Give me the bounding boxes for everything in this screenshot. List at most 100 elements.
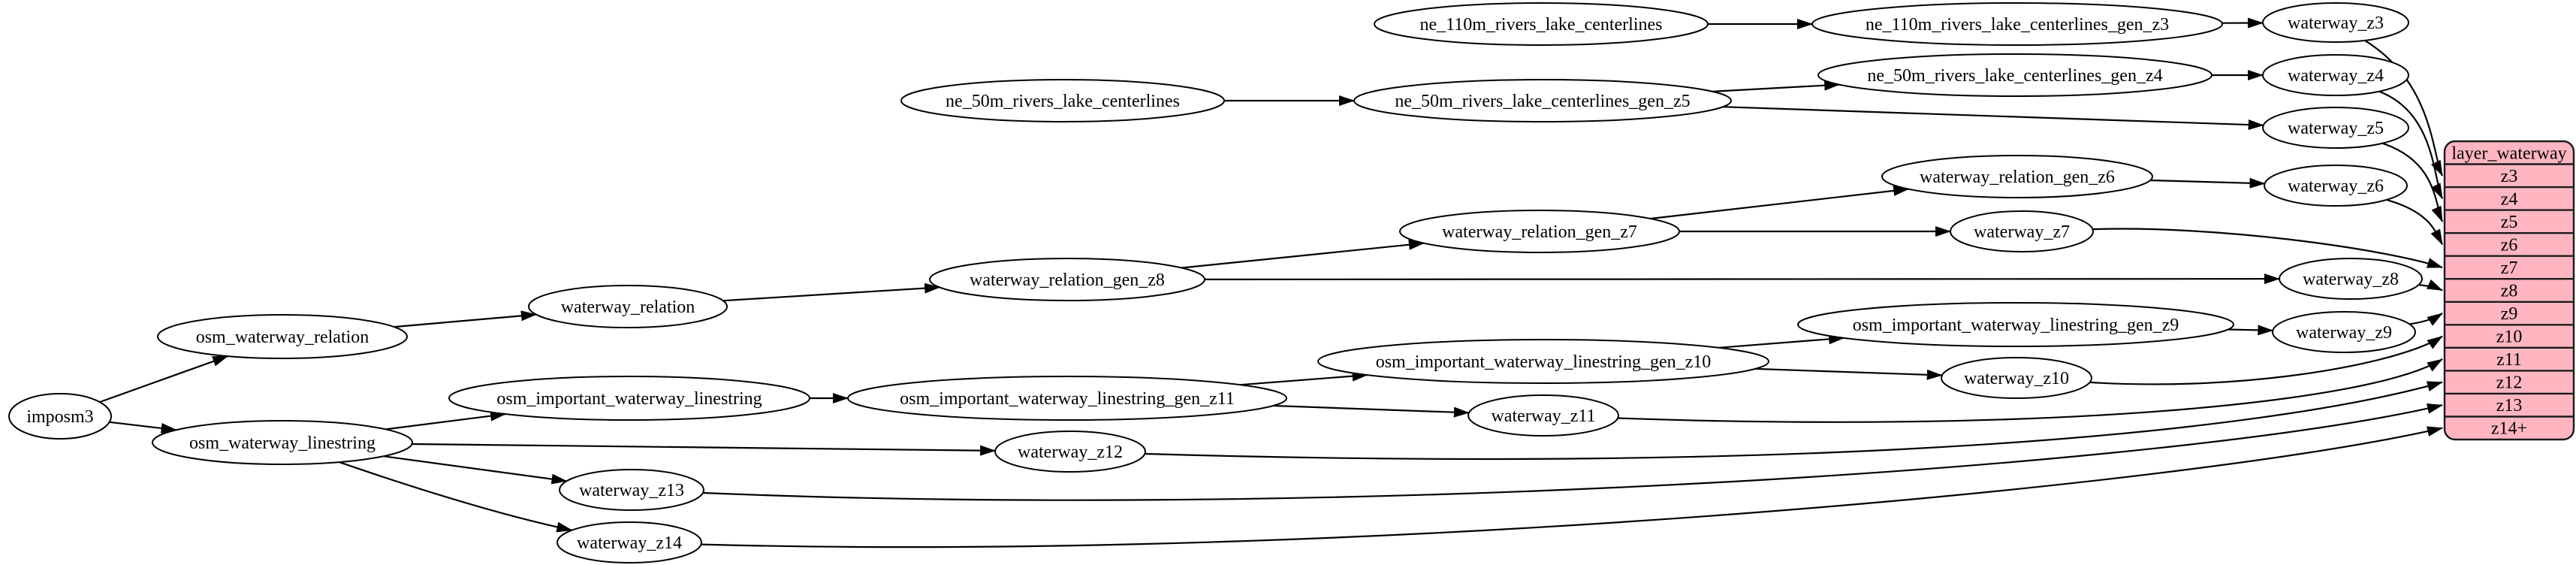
node-label-osm_important_waterway_linestring_gen_z11: osm_important_waterway_linestring_gen_z1… bbox=[900, 389, 1235, 409]
node-osm_waterway_linestring: osm_waterway_linestring bbox=[152, 420, 413, 465]
table-row-label-z6: z6 bbox=[2501, 235, 2518, 255]
node-label-waterway_z13: waterway_z13 bbox=[579, 481, 684, 500]
edge-waterway_relation-to-waterway_relation_gen_z8 bbox=[722, 282, 941, 302]
node-waterway_relation_gen_z8: waterway_relation_gen_z8 bbox=[929, 258, 1205, 301]
node-label-waterway_relation_gen_z7: waterway_relation_gen_z7 bbox=[1442, 222, 1637, 242]
node-ne_50m_rivers_lake_centerlines: ne_50m_rivers_lake_centerlines bbox=[900, 79, 1225, 122]
node-ellipse-imposm3 bbox=[8, 393, 112, 440]
edge-osm_waterway_relation-to-waterway_relation bbox=[394, 310, 537, 328]
table-row-label-z13: z13 bbox=[2496, 396, 2523, 415]
node-label-osm_important_waterway_linestring_gen_z10: osm_important_waterway_linestring_gen_z1… bbox=[1376, 352, 1712, 372]
node-ne_110m_rivers_lake_centerlines: ne_110m_rivers_lake_centerlines bbox=[1374, 2, 1709, 46]
node-ellipse-waterway_z4 bbox=[2262, 54, 2409, 96]
edge-waterway_relation_gen_z6-to-waterway_z6 bbox=[2150, 177, 2266, 189]
table-row-label-z4: z4 bbox=[2501, 189, 2518, 209]
node-label-osm_important_waterway_linestring_gen_z9: osm_important_waterway_linestring_gen_z9 bbox=[1853, 316, 2179, 335]
node-osm_important_waterway_linestring_gen_z10: osm_important_waterway_linestring_gen_z1… bbox=[1317, 339, 1769, 384]
node-ne_50m_rivers_lake_centerlines_gen_z4: ne_50m_rivers_lake_centerlines_gen_z4 bbox=[1817, 53, 2213, 97]
table-row-label-z9: z9 bbox=[2501, 304, 2518, 324]
layer-waterway-table: layer_waterway z3 z4 z5 z6 z7 z8 z9 z10 z11 z12 z13… bbox=[2443, 140, 2575, 441]
node-ellipse-osm_important_waterway_linestring bbox=[448, 376, 810, 421]
node-waterway_z3: waterway_z3 bbox=[2262, 2, 2409, 43]
node-waterway_relation: waterway_relation bbox=[528, 285, 728, 328]
edge-waterway_z5-to-layer_waterway-z5 bbox=[2381, 142, 2444, 222]
node-ellipse-ne_110m_rivers_lake_centerlines bbox=[1374, 2, 1709, 46]
table-row-label-z11: z11 bbox=[2496, 350, 2522, 370]
node-ellipse-waterway_z8 bbox=[2279, 258, 2423, 300]
node-label-ne_110m_rivers_lake_centerlines_gen_z3: ne_110m_rivers_lake_centerlines_gen_z3 bbox=[1866, 15, 2169, 35]
node-ellipse-waterway_z11 bbox=[1467, 394, 1619, 437]
node-ellipse-waterway_z9 bbox=[2272, 311, 2416, 353]
node-ellipse-ne_110m_rivers_lake_centerlines_gen_z3 bbox=[1811, 2, 2223, 46]
node-waterway_relation_gen_z7: waterway_relation_gen_z7 bbox=[1399, 210, 1680, 253]
node-label-waterway_relation_gen_z8: waterway_relation_gen_z8 bbox=[970, 270, 1165, 290]
node-osm_important_waterway_linestring: osm_important_waterway_linestring bbox=[448, 376, 810, 421]
edge-osm_waterway_linestring-to-waterway_z13 bbox=[383, 455, 568, 485]
node-ellipse-osm_waterway_relation bbox=[157, 314, 408, 359]
table-row-label-z5: z5 bbox=[2501, 213, 2518, 232]
table-row-label-z8: z8 bbox=[2501, 282, 2518, 301]
node-label-osm_waterway_relation: osm_waterway_relation bbox=[196, 328, 370, 347]
node-waterway_z6: waterway_z6 bbox=[2264, 165, 2408, 207]
node-ellipse-waterway_z5 bbox=[2262, 107, 2409, 149]
node-label-waterway_relation: waterway_relation bbox=[561, 298, 695, 317]
node-label-waterway_z5: waterway_z5 bbox=[2288, 119, 2384, 138]
edge-waterway_z3-to-layer_waterway-z3 bbox=[2364, 39, 2443, 177]
node-ellipse-waterway_relation bbox=[528, 285, 728, 328]
node-ellipse-waterway_z10 bbox=[1941, 357, 2092, 399]
table-row-label-z3: z3 bbox=[2501, 167, 2518, 186]
node-label-waterway_z11: waterway_z11 bbox=[1491, 406, 1595, 426]
node-waterway_z11: waterway_z11 bbox=[1467, 394, 1619, 437]
edge-imposm3-to-osm_waterway_linestring bbox=[109, 421, 177, 434]
edge-osm_waterway_linestring-to-waterway_z14 bbox=[339, 461, 573, 533]
node-waterway_z10: waterway_z10 bbox=[1941, 357, 2092, 399]
node-osm_waterway_relation: osm_waterway_relation bbox=[157, 314, 408, 359]
node-waterway_z7: waterway_z7 bbox=[1950, 210, 2094, 252]
node-waterway_z8: waterway_z8 bbox=[2279, 258, 2423, 300]
node-ne_50m_rivers_lake_centerlines_gen_z5: ne_50m_rivers_lake_centerlines_gen_z5 bbox=[1353, 79, 1732, 122]
edge-osm_important_waterway_linestring_gen_z10-to-osm_important_waterway_linestring_gen_z9 bbox=[1718, 334, 1845, 349]
edge-ne_50m_rivers_lake_centerlines_gen_z5-to-ne_50m_rivers_lake_centerlines_gen_z4 bbox=[1712, 80, 1841, 92]
edge-osm_waterway_linestring-to-waterway_z12 bbox=[412, 443, 997, 456]
node-waterway_z12: waterway_z12 bbox=[994, 431, 1146, 473]
node-ellipse-osm_waterway_linestring bbox=[152, 420, 413, 465]
node-waterway_z14: waterway_z14 bbox=[557, 521, 702, 563]
node-label-ne_110m_rivers_lake_centerlines: ne_110m_rivers_lake_centerlines bbox=[1420, 15, 1663, 35]
table-title: layer_waterway bbox=[2451, 144, 2566, 163]
table-row-label-z7: z7 bbox=[2501, 258, 2518, 278]
edge-waterway_z14-to-layer_waterway-z14+ bbox=[701, 426, 2443, 548]
node-ellipse-ne_50m_rivers_lake_centerlines bbox=[900, 79, 1225, 122]
edge-waterway_z12-to-layer_waterway-z12 bbox=[1145, 381, 2443, 461]
node-label-imposm3: imposm3 bbox=[26, 407, 93, 427]
table-row-label-z12: z12 bbox=[2496, 373, 2523, 393]
node-osm_important_waterway_linestring_gen_z11: osm_important_waterway_linestring_gen_z1… bbox=[847, 376, 1287, 421]
node-label-waterway_z12: waterway_z12 bbox=[1018, 443, 1123, 462]
node-label-ne_50m_rivers_lake_centerlines_gen_z4: ne_50m_rivers_lake_centerlines_gen_z4 bbox=[1867, 66, 2162, 86]
node-waterway_z4: waterway_z4 bbox=[2262, 54, 2409, 96]
node-waterway_relation_gen_z6: waterway_relation_gen_z6 bbox=[1881, 155, 2153, 198]
edge-waterway_z11-to-layer_waterway-z11 bbox=[1618, 358, 2443, 423]
edges-layer bbox=[99, 17, 2444, 548]
node-ellipse-waterway_relation_gen_z6 bbox=[1881, 155, 2153, 198]
edge-osm_waterway_linestring-to-osm_important_waterway_linestring bbox=[385, 410, 506, 431]
table-row-label-z10: z10 bbox=[2496, 328, 2523, 347]
node-label-waterway_z4: waterway_z4 bbox=[2288, 66, 2384, 86]
node-osm_important_waterway_linestring_gen_z9: osm_important_waterway_linestring_gen_z9 bbox=[1797, 302, 2234, 347]
node-ellipse-waterway_z14 bbox=[557, 521, 702, 563]
edge-waterway_z10-to-layer_waterway-z10 bbox=[2089, 335, 2443, 385]
node-ellipse-waterway_relation_gen_z8 bbox=[929, 258, 1205, 301]
node-ellipse-waterway_z3 bbox=[2262, 2, 2409, 43]
edge-osm_important_waterway_linestring_gen_z11-to-waterway_z11 bbox=[1273, 404, 1470, 418]
table-row-label-z14+: z14+ bbox=[2491, 419, 2527, 439]
node-ellipse-waterway_z12 bbox=[994, 431, 1146, 473]
edge-waterway_relation_gen_z8-to-waterway_relation_gen_z7 bbox=[1181, 239, 1425, 269]
node-label-waterway_z8: waterway_z8 bbox=[2303, 270, 2399, 289]
node-ellipse-waterway_z7 bbox=[1950, 210, 2094, 252]
edge-waterway_z8-to-layer_waterway-z8 bbox=[2418, 279, 2443, 292]
edge-imposm3-to-osm_waterway_relation bbox=[99, 355, 229, 403]
node-label-osm_waterway_linestring: osm_waterway_linestring bbox=[189, 434, 376, 453]
node-label-waterway_z7: waterway_z7 bbox=[1974, 222, 2070, 242]
node-label-waterway_z14: waterway_z14 bbox=[577, 533, 682, 553]
edge-waterway_z13-to-layer_waterway-z13 bbox=[702, 403, 2443, 501]
